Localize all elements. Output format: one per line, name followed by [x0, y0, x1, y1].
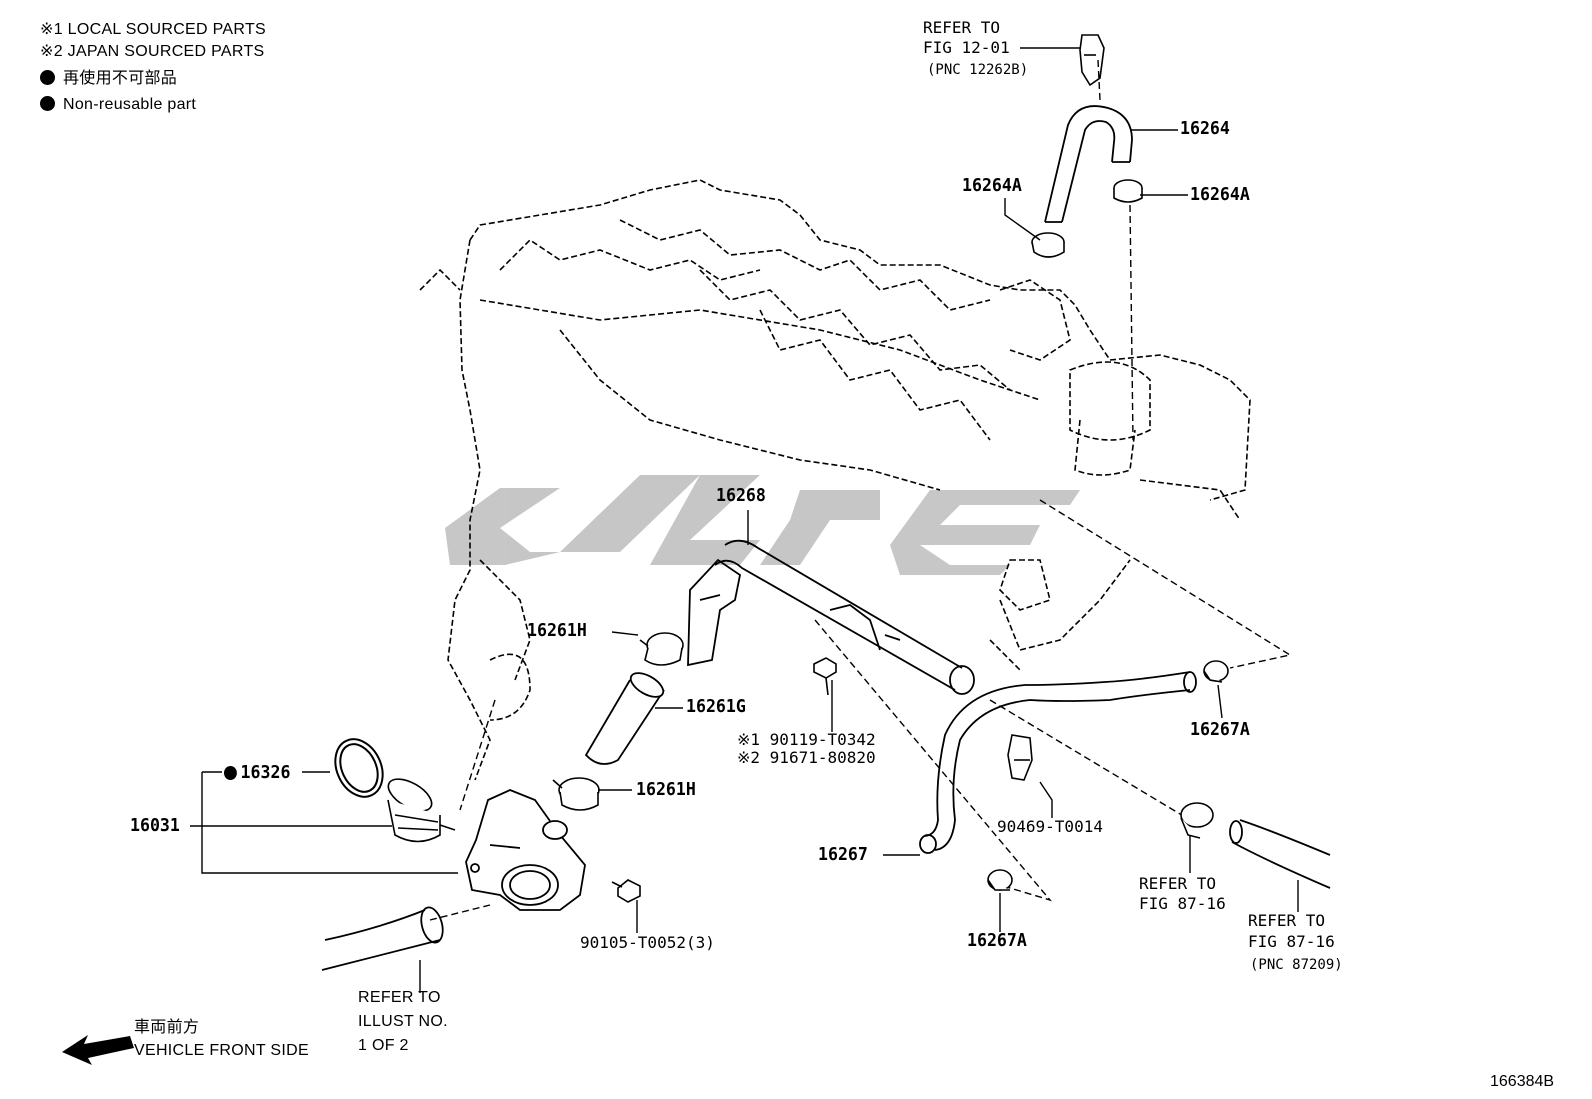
- part-16267[interactable]: 16267: [818, 844, 868, 865]
- ref-top-line2[interactable]: FIG 12-01: [923, 38, 1010, 57]
- ref-right-pnc: (PNC 87209): [1250, 957, 1343, 973]
- hose-16261G: [584, 672, 665, 765]
- hose-refer-right: [1229, 819, 1331, 889]
- direction-jp: 車両前方: [134, 1019, 200, 1036]
- part-90119[interactable]: ※1 90119-T0342: [737, 730, 876, 749]
- part-90469[interactable]: 90469-T0014: [997, 817, 1103, 836]
- part-16326-label: 16326: [240, 762, 291, 783]
- nonreusable-bullet-icon: [224, 766, 237, 780]
- hose-16267: [919, 671, 1197, 854]
- direction-en: VEHICLE FRONT SIDE: [134, 1042, 309, 1059]
- ref-right-line2[interactable]: FIG 87-16: [1248, 932, 1335, 951]
- bolt-90105: [611, 879, 641, 903]
- watermark-logo: [445, 475, 1080, 575]
- hose-16264: [1044, 105, 1133, 223]
- ref-illust-line3[interactable]: 1 OF 2: [358, 1037, 409, 1054]
- part-16267A-bottom[interactable]: 16267A: [967, 930, 1027, 951]
- ref-top-pnc: (PNC 12262B): [927, 62, 1029, 78]
- hose-refer-illust: [321, 906, 444, 971]
- part-16264[interactable]: 16264: [1180, 118, 1230, 139]
- nonreusable-bullet-icon: [40, 70, 55, 85]
- ref-illust-line2[interactable]: ILLUST NO.: [358, 1013, 448, 1030]
- ref-mid-line2[interactable]: FIG 87-16: [1139, 894, 1226, 913]
- clamp-90469: [1007, 734, 1033, 781]
- part-91671[interactable]: ※2 91671-80820: [737, 748, 876, 767]
- part-90105[interactable]: 90105-T0052(3): [580, 933, 715, 952]
- note-nonreusable-en-text: Non-reusable part: [63, 96, 197, 113]
- clamp-16264A-left: [1031, 232, 1065, 258]
- part-16261H-top[interactable]: 16261H: [527, 620, 587, 641]
- ref-illust-line1[interactable]: REFER TO: [358, 989, 441, 1006]
- note-nonreusable-jp: 再使用不可部品: [40, 70, 177, 87]
- leader-lines: [190, 47, 1299, 993]
- part-16031[interactable]: 16031: [130, 815, 180, 836]
- part-16326[interactable]: 16326: [224, 764, 290, 782]
- housing-16031: [465, 789, 586, 911]
- part-16261H-bottom[interactable]: 16261H: [636, 779, 696, 800]
- vehicle-front-arrow-icon: [62, 1035, 134, 1065]
- clamp-16261H-bottom: [552, 777, 600, 811]
- ref-mid-line1[interactable]: REFER TO: [1139, 874, 1217, 893]
- thermostat: [387, 778, 456, 843]
- part-16268[interactable]: 16268: [716, 485, 766, 506]
- note-local-sourced: ※1 LOCAL SOURCED PARTS: [40, 21, 266, 38]
- clamp-16261H-top: [639, 632, 684, 666]
- part-16264A-right[interactable]: 16264A: [1190, 184, 1250, 205]
- part-16264A-left[interactable]: 16264A: [962, 175, 1022, 196]
- ref-top-line1[interactable]: REFER TO: [923, 18, 1001, 37]
- clamp-16267A-bottom: [987, 869, 1013, 891]
- note-japan-sourced: ※2 JAPAN SOURCED PARTS: [40, 43, 265, 60]
- clip-top: [1079, 34, 1105, 87]
- dash-lines-top: [1097, 59, 1134, 441]
- clamp-refer-mid: [1180, 802, 1214, 839]
- dash-lines-mid: [429, 499, 1292, 921]
- gasket-16326: [334, 738, 384, 798]
- clamp-16267A-right: [1203, 660, 1229, 683]
- part-16267A-right[interactable]: 16267A: [1190, 719, 1250, 740]
- bolt-90119: [813, 657, 837, 696]
- note-nonreusable-jp-text: 再使用不可部品: [63, 70, 178, 87]
- figure-id: 166384B: [1490, 1073, 1555, 1090]
- nonreusable-bullet-icon: [40, 96, 55, 111]
- engine-outline: [419, 179, 1251, 781]
- part-16261G[interactable]: 16261G: [686, 696, 746, 717]
- note-nonreusable-en: Non-reusable part: [40, 96, 196, 113]
- ref-right-line1[interactable]: REFER TO: [1248, 911, 1326, 930]
- clamp-16264A-right: [1113, 179, 1143, 203]
- pipe-16268: [687, 539, 975, 695]
